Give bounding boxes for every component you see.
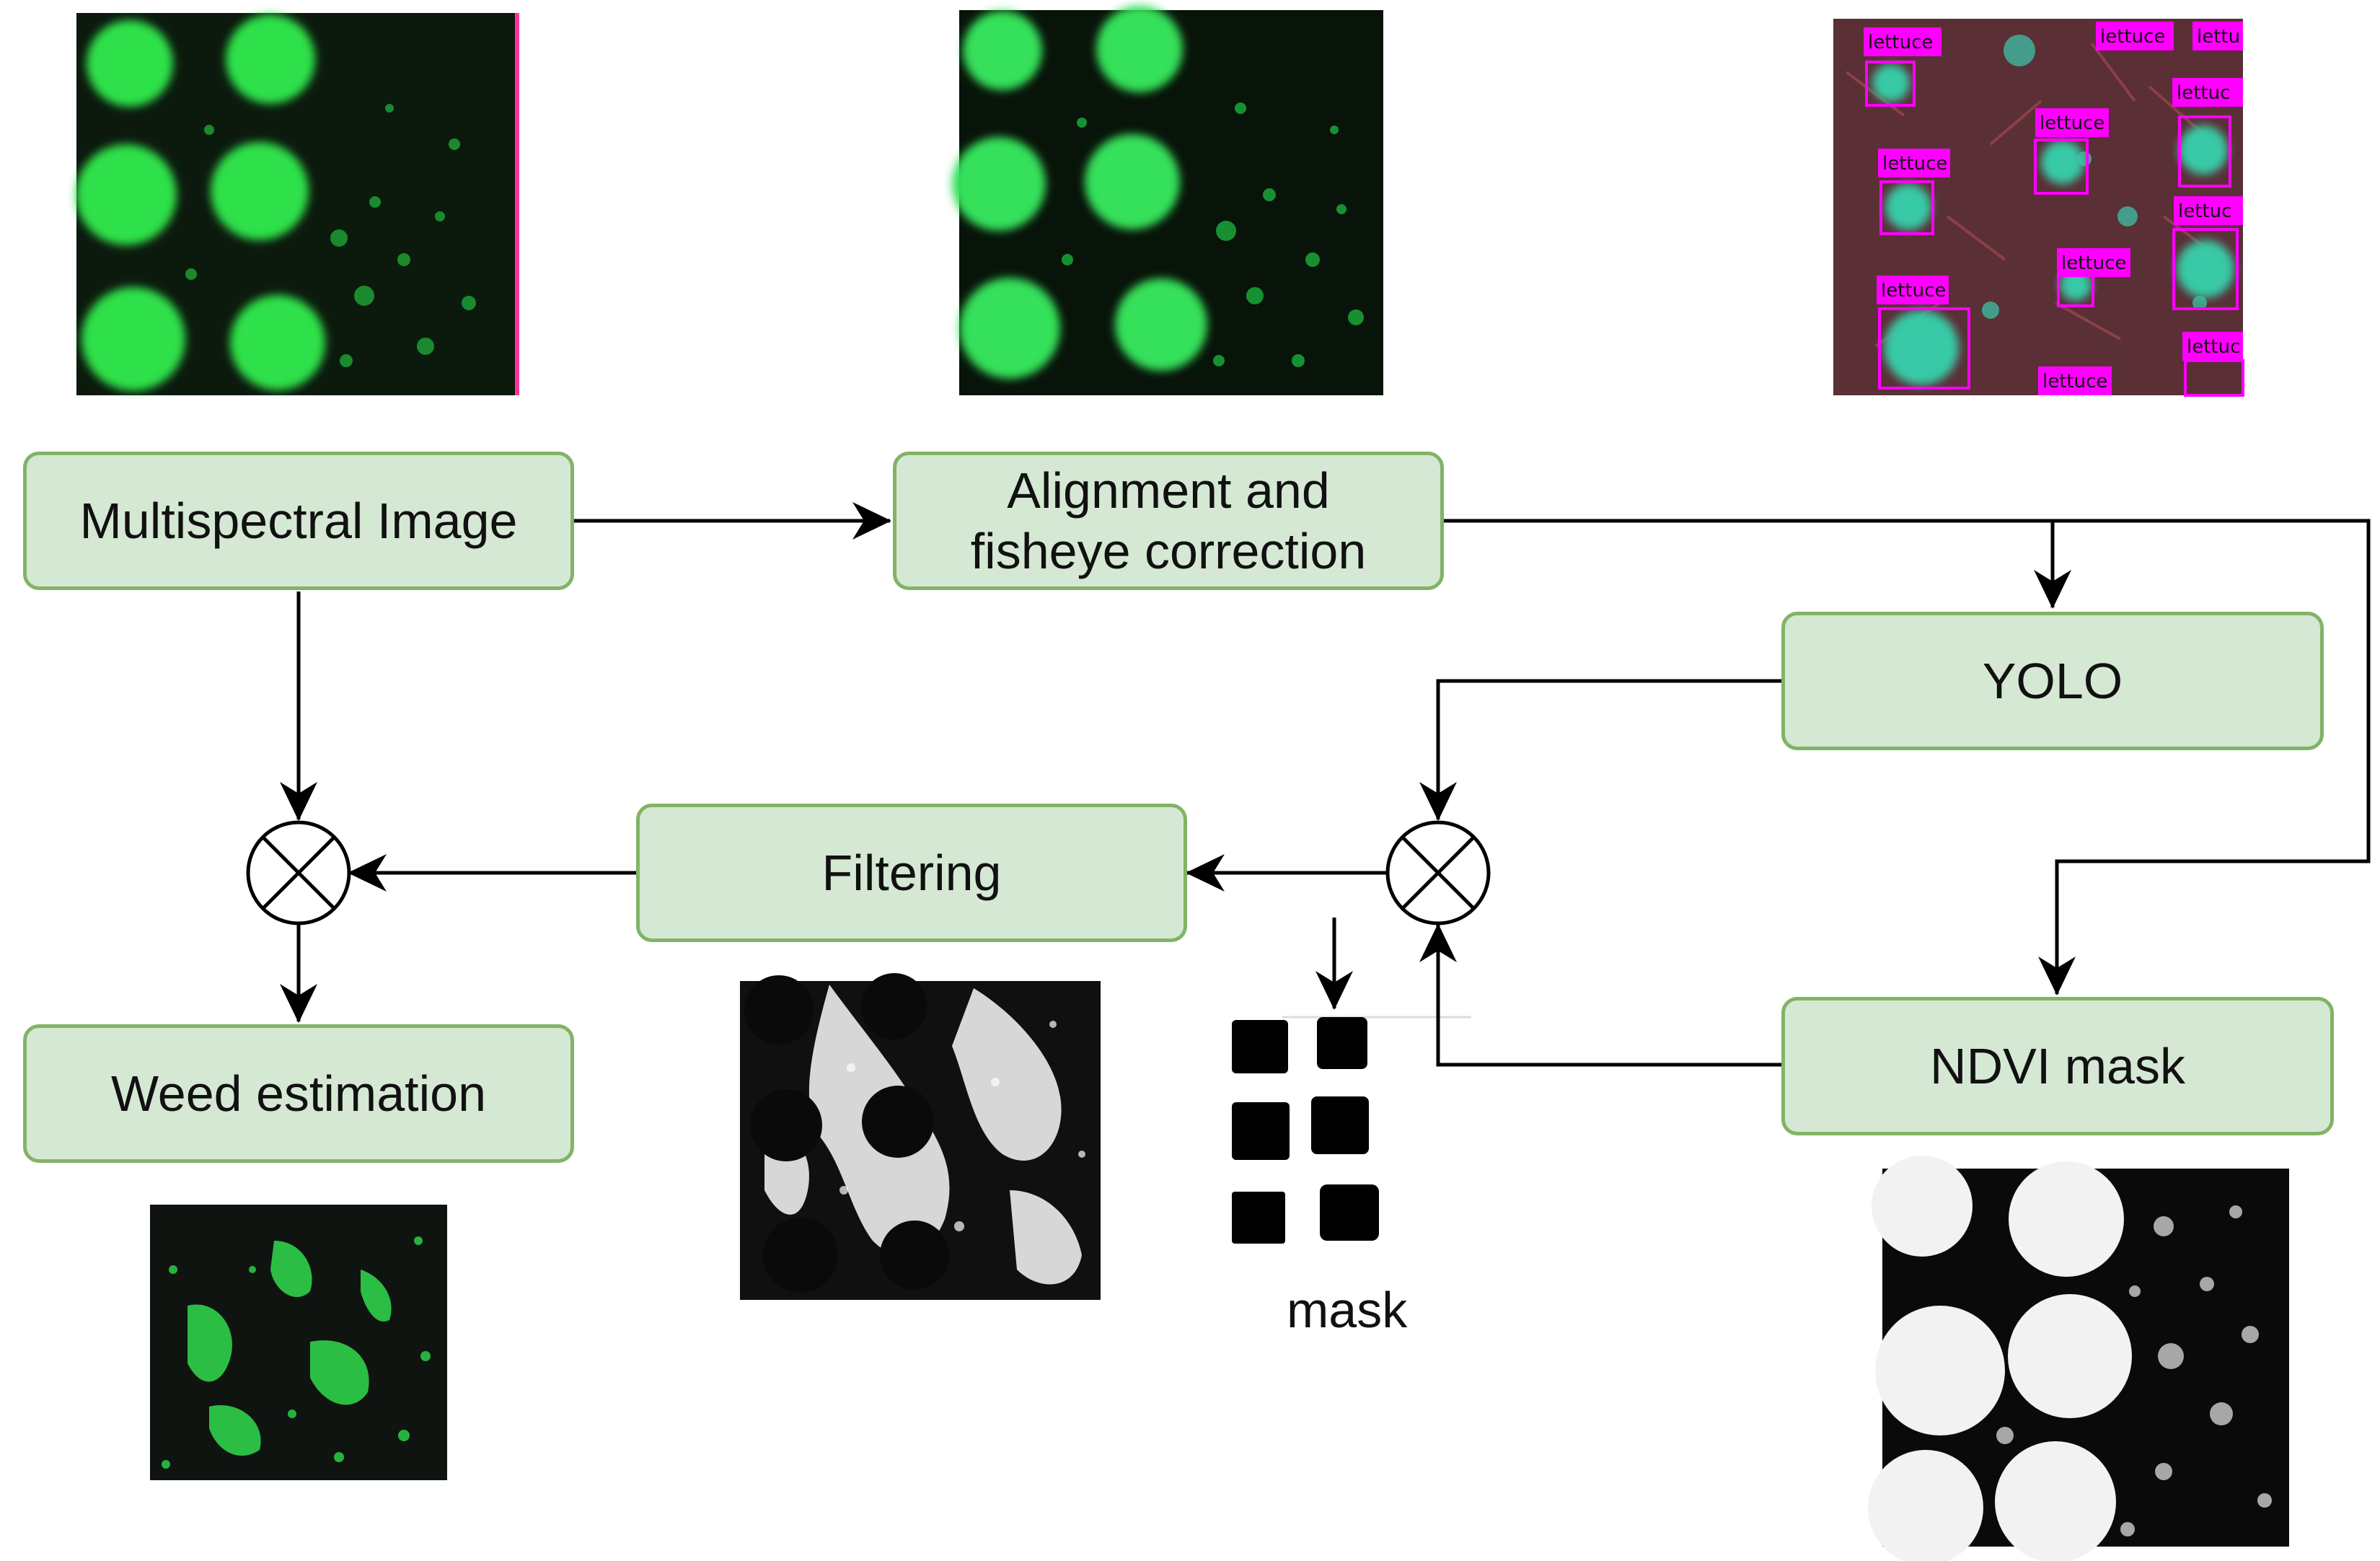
yolo-tag-background <box>2057 248 2130 277</box>
edge-yolo-to-combine <box>1419 679 1781 821</box>
yolo-bounding-boxes <box>1865 61 2244 397</box>
node-weed-estimation: Weed estimation <box>23 1024 574 1163</box>
yolo-tag-background <box>2038 366 2112 395</box>
filtered-mask-photo <box>736 973 1105 1304</box>
lettuce-plants-aligned <box>952 6 1207 379</box>
yolo-tag-label: lettuce <box>2061 252 2126 274</box>
yolo-tag-label: lettuc <box>2178 201 2231 222</box>
yolo-tag-label: lettuce <box>2040 113 2104 134</box>
yolo-tag-background <box>2172 78 2243 107</box>
yolo-tag-label: lettuce <box>1882 153 1947 175</box>
yolo-tag-label: lettuc <box>2187 336 2240 358</box>
yolo-tag-background <box>1878 149 1950 177</box>
edge-ndvi-to-combine <box>1419 923 1781 1067</box>
yolo-tag-background <box>2096 22 2174 50</box>
ndvi-mask-photo <box>1868 1156 2289 1561</box>
node-ndvi-mask: NDVI mask <box>1781 997 2334 1135</box>
lettuce-plants-raw <box>76 14 325 391</box>
yolo-tag-background <box>2192 22 2243 50</box>
combine-icon-left <box>246 820 351 925</box>
edge-alignment-to-ndvi <box>2038 519 2371 995</box>
raw-multispectral-photo <box>76 13 519 395</box>
node-multispectral-image: Multispectral Image <box>23 452 574 590</box>
connectors <box>280 502 2371 1067</box>
yolo-tag-background <box>1877 276 1949 304</box>
yolo-tag-background <box>2182 332 2243 361</box>
weed-estimation-photo <box>150 1205 447 1480</box>
yolo-tag-label: lettuce <box>1881 280 1946 302</box>
yolo-tag-background <box>2035 108 2109 137</box>
edge-alignment-to-yolo <box>1442 519 2071 609</box>
yolo-label-tags: lettuce lettuce lettu lettuc lettuce lettuce l… <box>1864 22 2243 395</box>
yolo-tag-label: lettuc <box>2177 82 2230 104</box>
node-yolo: YOLO <box>1781 612 2324 750</box>
combine-icon-right <box>1385 820 1491 925</box>
yolo-tag-label: lettuce <box>2100 26 2165 48</box>
lettuce-mask-thumbnail <box>1232 1016 1471 1244</box>
node-label: YOLO <box>1982 653 2123 709</box>
node-label: Alignment and fisheye correction <box>970 462 1367 579</box>
yolo-tag-label: lettuce <box>1868 32 1933 53</box>
aligned-photo <box>952 6 1383 395</box>
mask-caption: mask <box>1287 1282 1408 1338</box>
node-label: NDVI mask <box>1930 1038 2185 1094</box>
node-label: Weed estimation <box>110 1065 487 1122</box>
node-label: Filtering <box>821 845 1002 901</box>
yolo-tag-background <box>2174 196 2243 225</box>
yolo-tag-background <box>1864 27 1942 56</box>
node-filtering: Filtering <box>636 804 1187 942</box>
node-alignment-correction: Alignment and fisheye correction <box>893 452 1444 590</box>
yolo-tag-label: lettu <box>2197 26 2240 48</box>
node-label: Multispectral Image <box>79 493 518 549</box>
yolo-tag-label: lettuce <box>2042 371 2107 392</box>
